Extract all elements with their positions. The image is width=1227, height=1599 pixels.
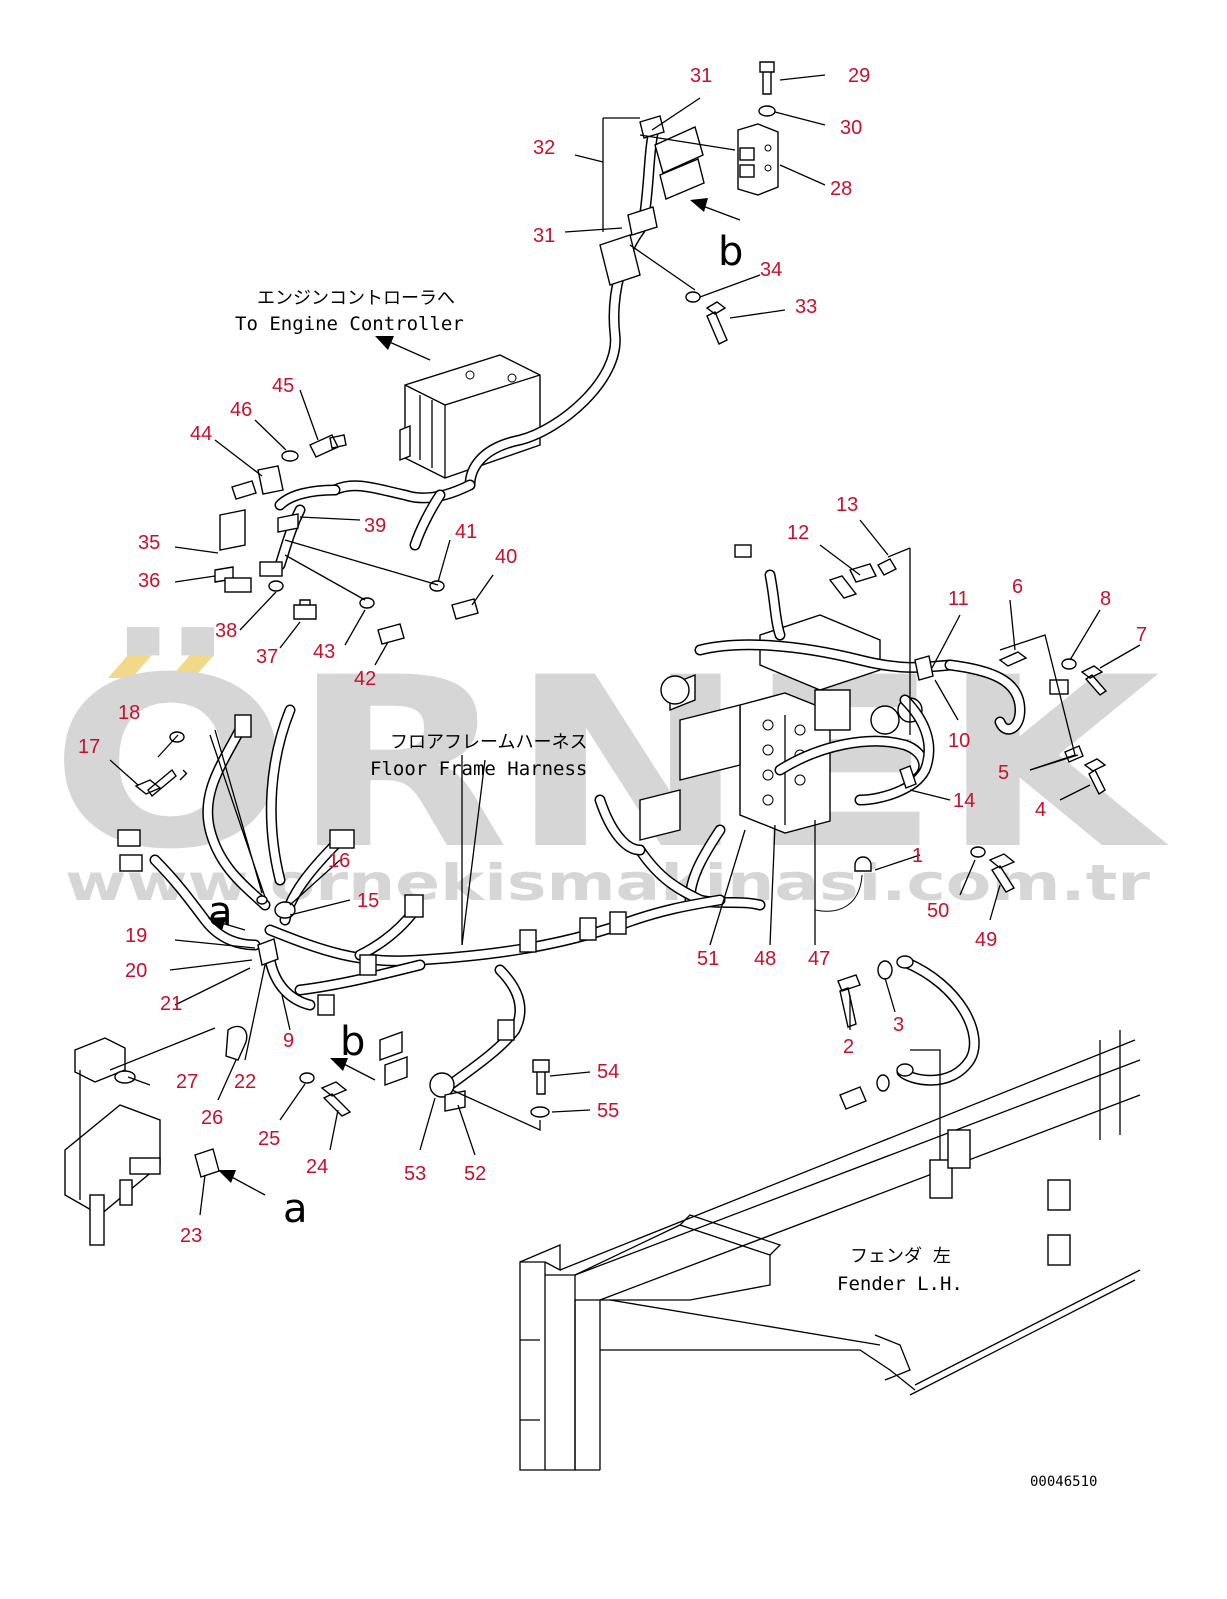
callout-36: 36: [138, 570, 160, 592]
callout-50: 50: [927, 900, 949, 922]
engine-controller-box: [399, 354, 541, 479]
engine-controller-label-en: To Engine Controller: [235, 313, 464, 335]
callout-5: 5: [998, 762, 1009, 784]
ground-strap: [837, 955, 980, 1110]
floor-frame-label-en: Floor Frame Harness: [370, 758, 587, 780]
callout-52: 52: [464, 1163, 486, 1185]
callout-31-top: 31: [690, 65, 712, 87]
callout-6: 6: [1012, 576, 1023, 598]
callout-55: 55: [597, 1100, 619, 1122]
arrows: [208, 198, 741, 1196]
callout-21: 21: [160, 993, 182, 1015]
upper-harness: [274, 115, 705, 571]
callout-19: 19: [125, 925, 147, 947]
callout-14: 14: [953, 790, 975, 812]
callout-48: 48: [754, 948, 776, 970]
clamp-52-53: [379, 1031, 550, 1118]
fender-label-jp: フェンダ 左: [850, 1246, 951, 1267]
callout-3: 3: [893, 1014, 904, 1036]
callout-49: 49: [975, 929, 997, 951]
callout-37: 37: [256, 646, 278, 668]
callout-11: 11: [948, 588, 969, 610]
callout-24: 24: [306, 1156, 328, 1178]
bolt-33: [685, 291, 728, 345]
callout-9: 9: [283, 1030, 294, 1052]
callout-27: 27: [176, 1071, 198, 1093]
callout-25: 25: [258, 1128, 280, 1150]
callout-42: 42: [354, 668, 376, 690]
callout-46: 46: [230, 399, 252, 421]
leader-lines: [109, 74, 1141, 1216]
callout-33: 33: [795, 296, 817, 318]
callout-16: 16: [328, 850, 350, 872]
callout-7: 7: [1136, 624, 1147, 646]
callout-53: 53: [404, 1163, 426, 1185]
callout-4: 4: [1035, 799, 1046, 821]
callout-54: 54: [597, 1061, 619, 1083]
callout-10: 10: [948, 730, 970, 752]
view-a-label-left: a: [208, 889, 233, 935]
callout-18: 18: [118, 702, 140, 724]
callout-45: 45: [272, 375, 294, 397]
fender-lh: [519, 1030, 1141, 1471]
callout-29: 29: [848, 65, 870, 87]
callout-39: 39: [364, 515, 386, 537]
callout-26: 26: [201, 1107, 223, 1129]
callout-2: 2: [843, 1036, 854, 1058]
callout-47: 47: [808, 948, 830, 970]
left-upper-brackets: [214, 434, 479, 645]
view-a-label-bottom: a: [283, 1186, 308, 1232]
callout-17: 17: [78, 736, 100, 758]
callout-31-bottom: 31: [533, 225, 555, 247]
engine-controller-label-jp: エンジンコントローラへ: [257, 288, 455, 309]
left-lower-bracket: [64, 1025, 352, 1246]
callout-8: 8: [1100, 588, 1111, 610]
fender-label-en: Fender L.H.: [837, 1273, 963, 1295]
callout-43: 43: [313, 641, 335, 663]
callout-22: 22: [234, 1071, 256, 1093]
drawing-code: 00046510: [1030, 1474, 1097, 1490]
callout-38: 38: [215, 620, 237, 642]
callout-32: 32: [533, 137, 555, 159]
floor-frame-harness: [117, 704, 726, 1091]
view-b-label-top: b: [718, 229, 743, 275]
callout-28: 28: [830, 178, 852, 200]
callout-23: 23: [180, 1225, 202, 1247]
callout-51: 51: [697, 948, 719, 970]
callout-20: 20: [125, 960, 147, 982]
floor-frame-label-jp: フロアフレームハーネス: [390, 732, 587, 753]
callout-34: 34: [760, 259, 782, 281]
callout-44: 44: [190, 423, 212, 445]
annotations: エンジンコントローラへ To Engine Controller フロアフレーム…: [208, 229, 1097, 1490]
relay-block-area: [594, 544, 1108, 912]
view-b-label-bottom: b: [340, 1019, 365, 1065]
callout-41: 41: [455, 521, 477, 543]
callout-15: 15: [357, 890, 379, 912]
callout-12: 12: [787, 522, 809, 544]
callout-40: 40: [495, 546, 517, 568]
callout-35: 35: [138, 532, 160, 554]
callout-13: 13: [836, 494, 858, 516]
callout-numbers: 31 29 30 32 28 31 34 33 45 46 44 39 41 4…: [78, 65, 1147, 1247]
bracket-28: [737, 61, 779, 196]
callout-30: 30: [840, 117, 862, 139]
callout-1: 1: [912, 845, 923, 867]
